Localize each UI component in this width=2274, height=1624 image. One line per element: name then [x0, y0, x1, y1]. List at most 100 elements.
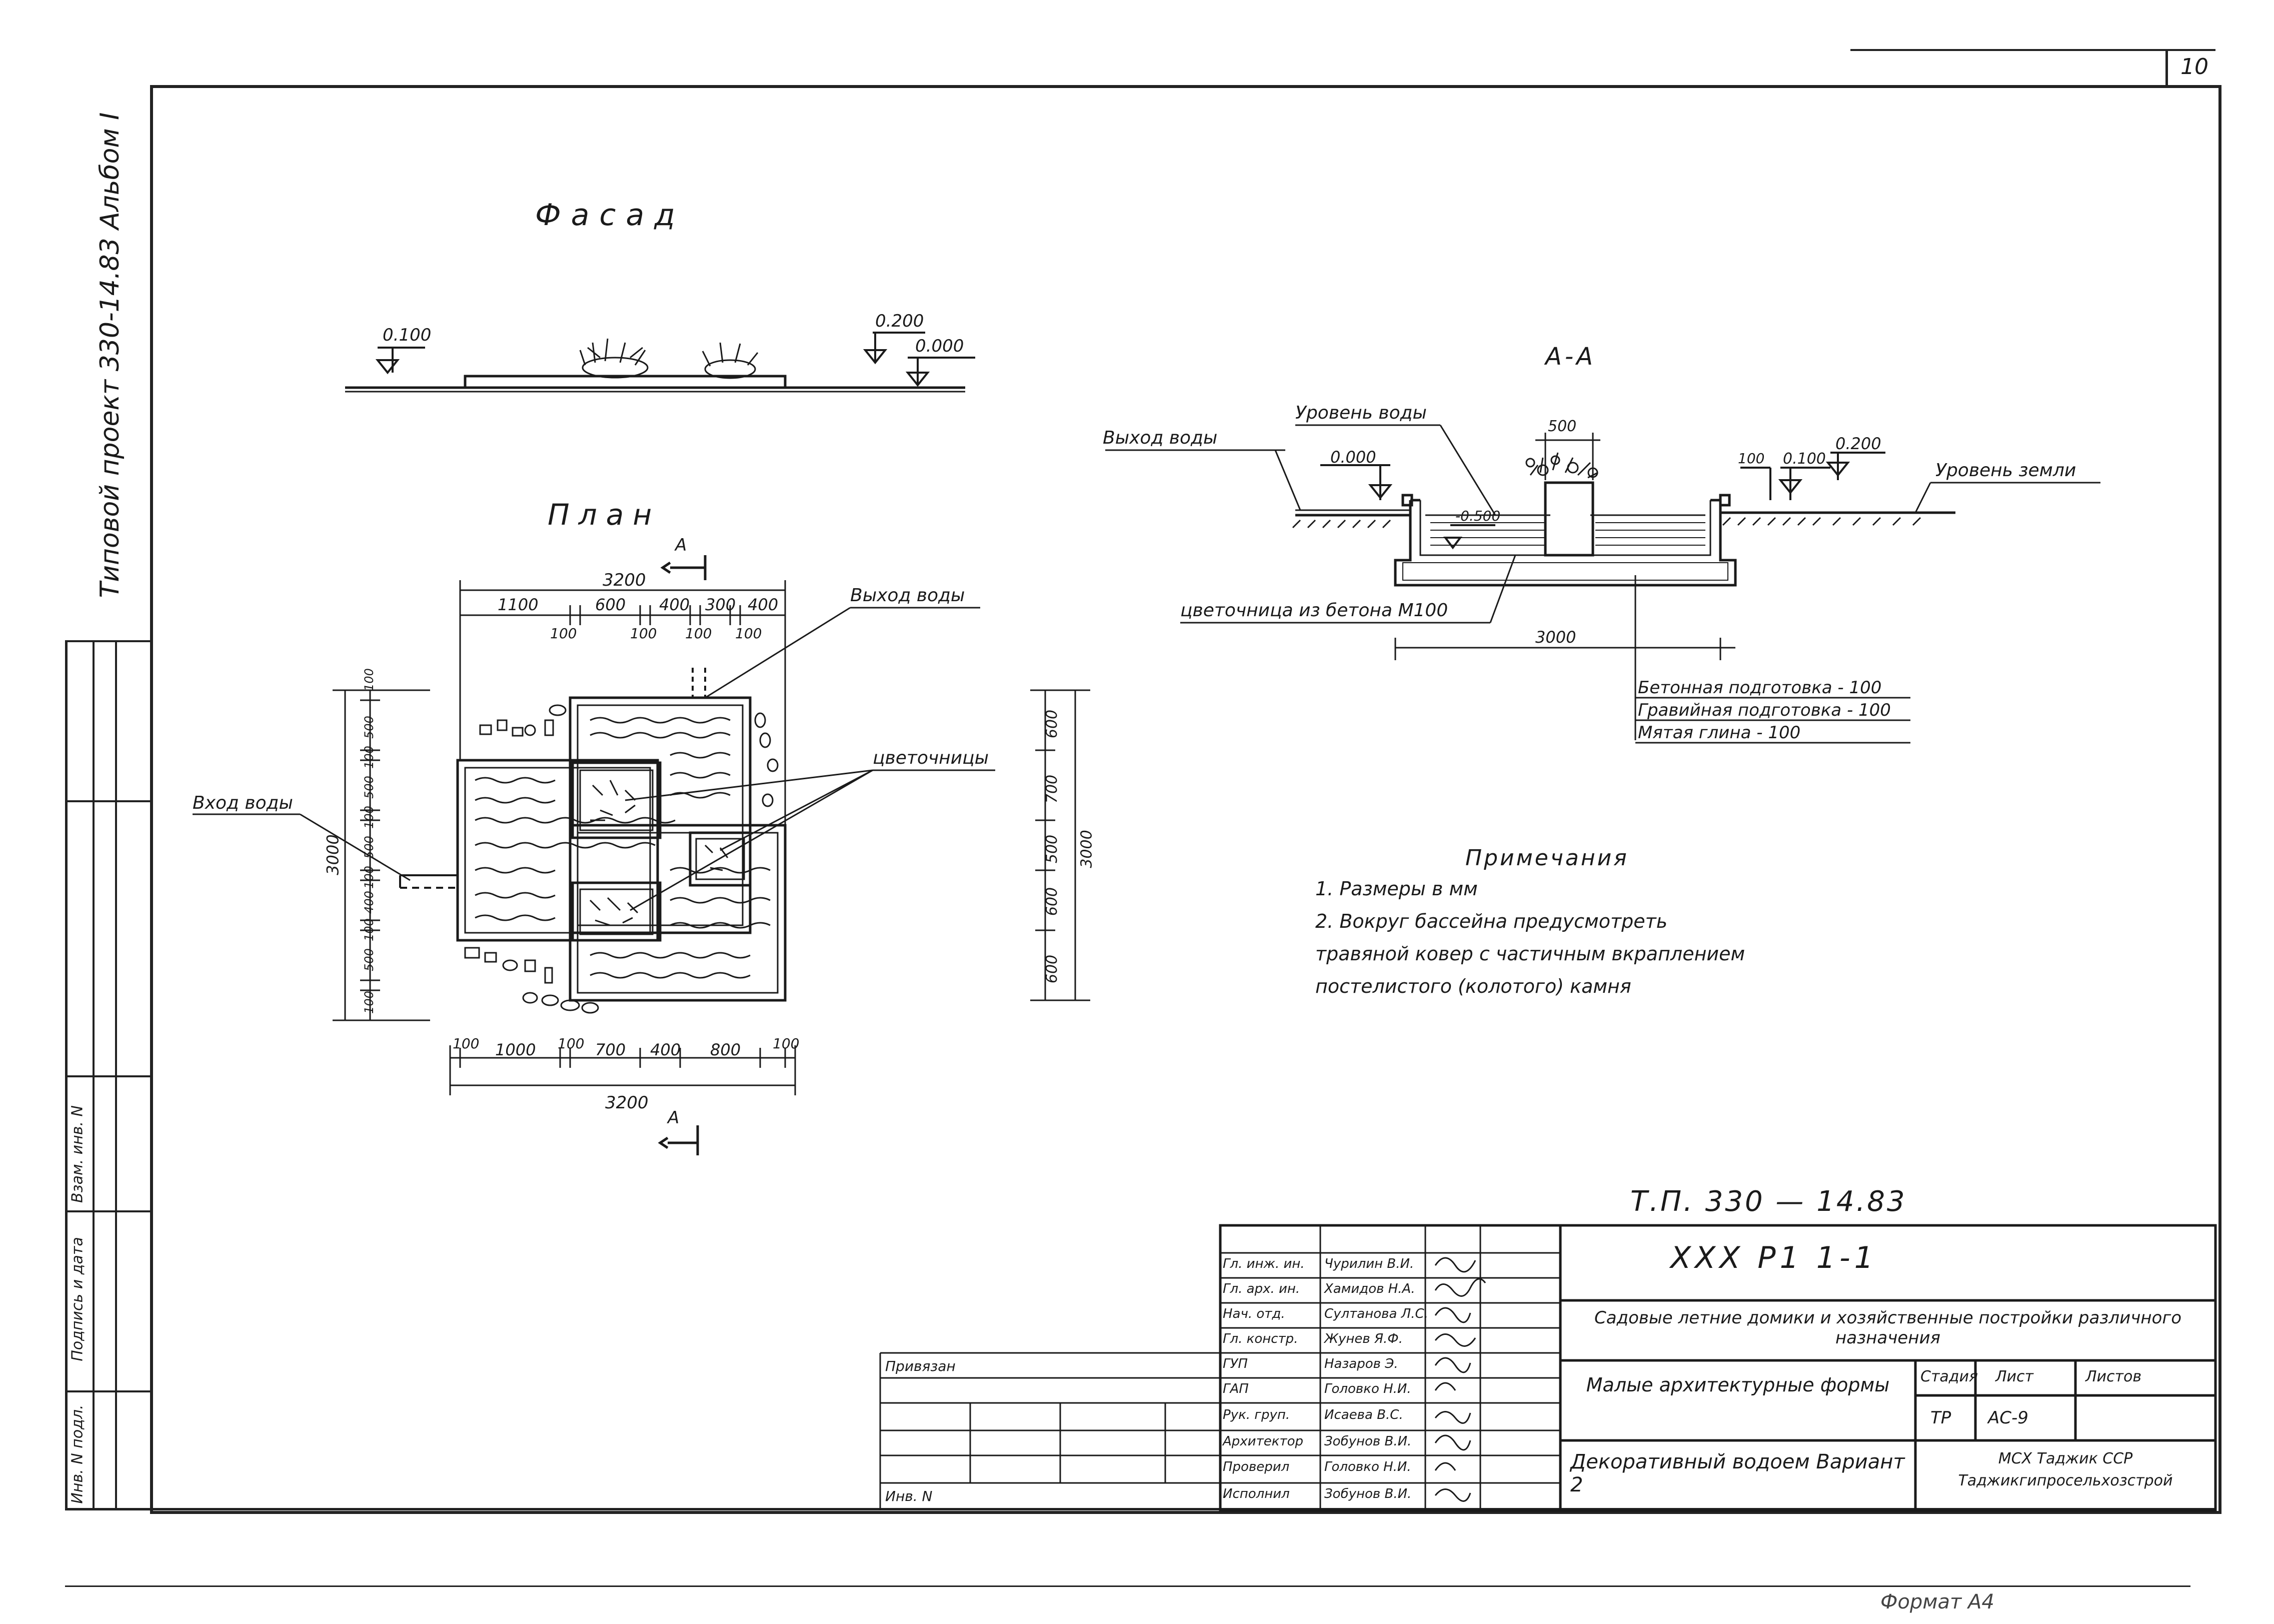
section-width-top: 500 [1548, 418, 1577, 435]
signature-3 [1434, 1307, 1471, 1323]
role-5: ГУП [1223, 1356, 1248, 1371]
plan-flowerbed-2 [571, 881, 662, 942]
plan-drawing [193, 555, 1090, 1155]
signature-9 [1434, 1462, 1456, 1471]
plan-bottom-total: 3200 [605, 1093, 649, 1113]
project-code: Т.П. 330 — 14.83 [1630, 1185, 1907, 1218]
sheets-header: Листов [2085, 1368, 2142, 1385]
section-level-3: 100 [1738, 450, 1765, 467]
notes-item-2: 2. Вокруг бассейна предусмотреть [1315, 910, 1668, 932]
section-width-bottom: 3000 [1535, 628, 1576, 647]
signature-1 [1434, 1257, 1476, 1273]
side-strip-cap [65, 640, 150, 642]
plan-water-outlet-pipe [692, 668, 706, 698]
section-title: А-А [1545, 343, 1596, 371]
section-ground-level-label: Уровень земли [1935, 460, 2076, 481]
plan-right-dimensions [1030, 689, 1090, 1001]
bottom-rule [65, 1508, 2215, 1510]
sheet-header: Лист [1995, 1368, 2034, 1385]
plan-title: План [548, 498, 661, 532]
plan-section-marks [658, 555, 707, 1155]
section-basin-outline [1394, 500, 1737, 587]
name-6: Головко Н.И. [1324, 1381, 1411, 1396]
name-7: Исаева В.С. [1324, 1407, 1403, 1422]
role-7: Рук. груп. [1223, 1407, 1290, 1422]
bound-label: Привязан [885, 1358, 956, 1374]
section-flowerbed-pillar [1544, 481, 1594, 557]
plan-basin-left [456, 759, 659, 942]
name-1: Чурилин В.И. [1324, 1256, 1414, 1271]
name-5: Назаров Э. [1324, 1356, 1398, 1371]
footer-rule [65, 1585, 2190, 1587]
role-9: Проверил [1223, 1459, 1290, 1474]
facade-level-3: 0.000 [915, 336, 964, 356]
plan-top-dimensions [459, 580, 786, 825]
plan-water-out-label: Выход воды [850, 585, 965, 606]
plan-water-inlet-pipe [399, 874, 458, 889]
sheet-frame [150, 85, 2221, 1514]
side-strip-div-1 [65, 800, 150, 802]
name-4: Жунев Я.Ф. [1324, 1331, 1403, 1346]
name-3: Султанова Л.С. [1324, 1306, 1428, 1321]
plan-bottom-dim-6: 800 [710, 1040, 741, 1059]
facade-title: Фасад [535, 198, 685, 233]
notes-item-3: травяной ковер с частичным вкраплением [1315, 943, 1745, 965]
facade-level-marks [375, 332, 975, 387]
plan-section-mark-bottom: А [668, 1108, 680, 1128]
section-layer-2: Гравийная подготовка - 100 [1638, 700, 1891, 720]
section-level-1: 0.000 [1330, 448, 1376, 467]
sheet-value: АС-9 [1988, 1408, 2028, 1428]
footer-note: Формат А4 [1880, 1590, 1994, 1613]
section-layer-1: Бетонная подготовка - 100 [1638, 678, 1882, 698]
drawing-title: Декоративный водоем Вариант 2 [1570, 1450, 1905, 1496]
section-level-2: -0.500 [1455, 508, 1501, 524]
side-strip-div-4 [65, 1390, 150, 1392]
plan-top-dim-1: 1100 [498, 595, 539, 614]
plan-bottom-dim-2: 1000 [495, 1040, 536, 1059]
plan-basin-lower [569, 824, 787, 1002]
facade-level-1: 0.100 [383, 325, 432, 345]
plan-bottom-dim-4: 700 [595, 1040, 626, 1059]
plan-water-waves [475, 717, 771, 979]
plan-water-in-label: Вход воды [193, 793, 293, 813]
page-number-box-top [1850, 49, 2215, 51]
section-dimensions [1394, 433, 1735, 660]
stage-header: Стадия [1920, 1368, 1978, 1385]
plan-flowerbed-1 [571, 761, 662, 839]
plan-top-dim-3: 400 [659, 595, 690, 614]
section-leaders [1105, 424, 2100, 744]
plan-bottom-dim-5: 400 [650, 1040, 681, 1059]
role-6: ГАП [1223, 1381, 1249, 1396]
name-10: Зобунов В.И. [1324, 1486, 1412, 1501]
section-water-level-label: Уровень воды [1295, 403, 1427, 423]
signature-10 [1434, 1488, 1471, 1502]
signature-5 [1434, 1357, 1471, 1373]
facade-drawing [345, 332, 975, 393]
role-2: Гл. арх. ин. [1223, 1281, 1300, 1296]
plan-left-dimensions [333, 689, 430, 1021]
notes-title: Примечания [1465, 845, 1629, 871]
plan-top-dim-5: 400 [748, 595, 779, 614]
plan-top-sub-dim-2: 100 [630, 625, 657, 642]
notes-item-4: постелистого (колотого) камня [1315, 975, 1631, 997]
role-3: Нач. отд. [1223, 1306, 1285, 1321]
side-strip-div-2 [65, 1075, 150, 1077]
inv-label: Инв. N [885, 1488, 933, 1504]
stage-value: ТР [1930, 1408, 1951, 1428]
section-level-4: 0.100 [1783, 450, 1826, 468]
plan-leaders [193, 607, 995, 911]
signature-2 [1434, 1278, 1486, 1297]
section-level-5: 0.200 [1835, 434, 1881, 453]
plan-top-sub-dim-3: 100 [685, 625, 712, 642]
section-drawing [1105, 424, 2100, 744]
signature-6 [1434, 1382, 1456, 1391]
facade-level-2: 0.200 [875, 311, 924, 331]
page-number: 10 [2180, 54, 2208, 80]
plan-bottom-dim-7: 100 [773, 1035, 800, 1052]
section-water-hatch [1430, 522, 1705, 546]
plan-flowerbed-3 [689, 831, 752, 887]
name-9: Головко Н.И. [1324, 1459, 1411, 1474]
signature-4 [1434, 1333, 1476, 1347]
plan-top-sub-dim-1: 100 [550, 625, 577, 642]
